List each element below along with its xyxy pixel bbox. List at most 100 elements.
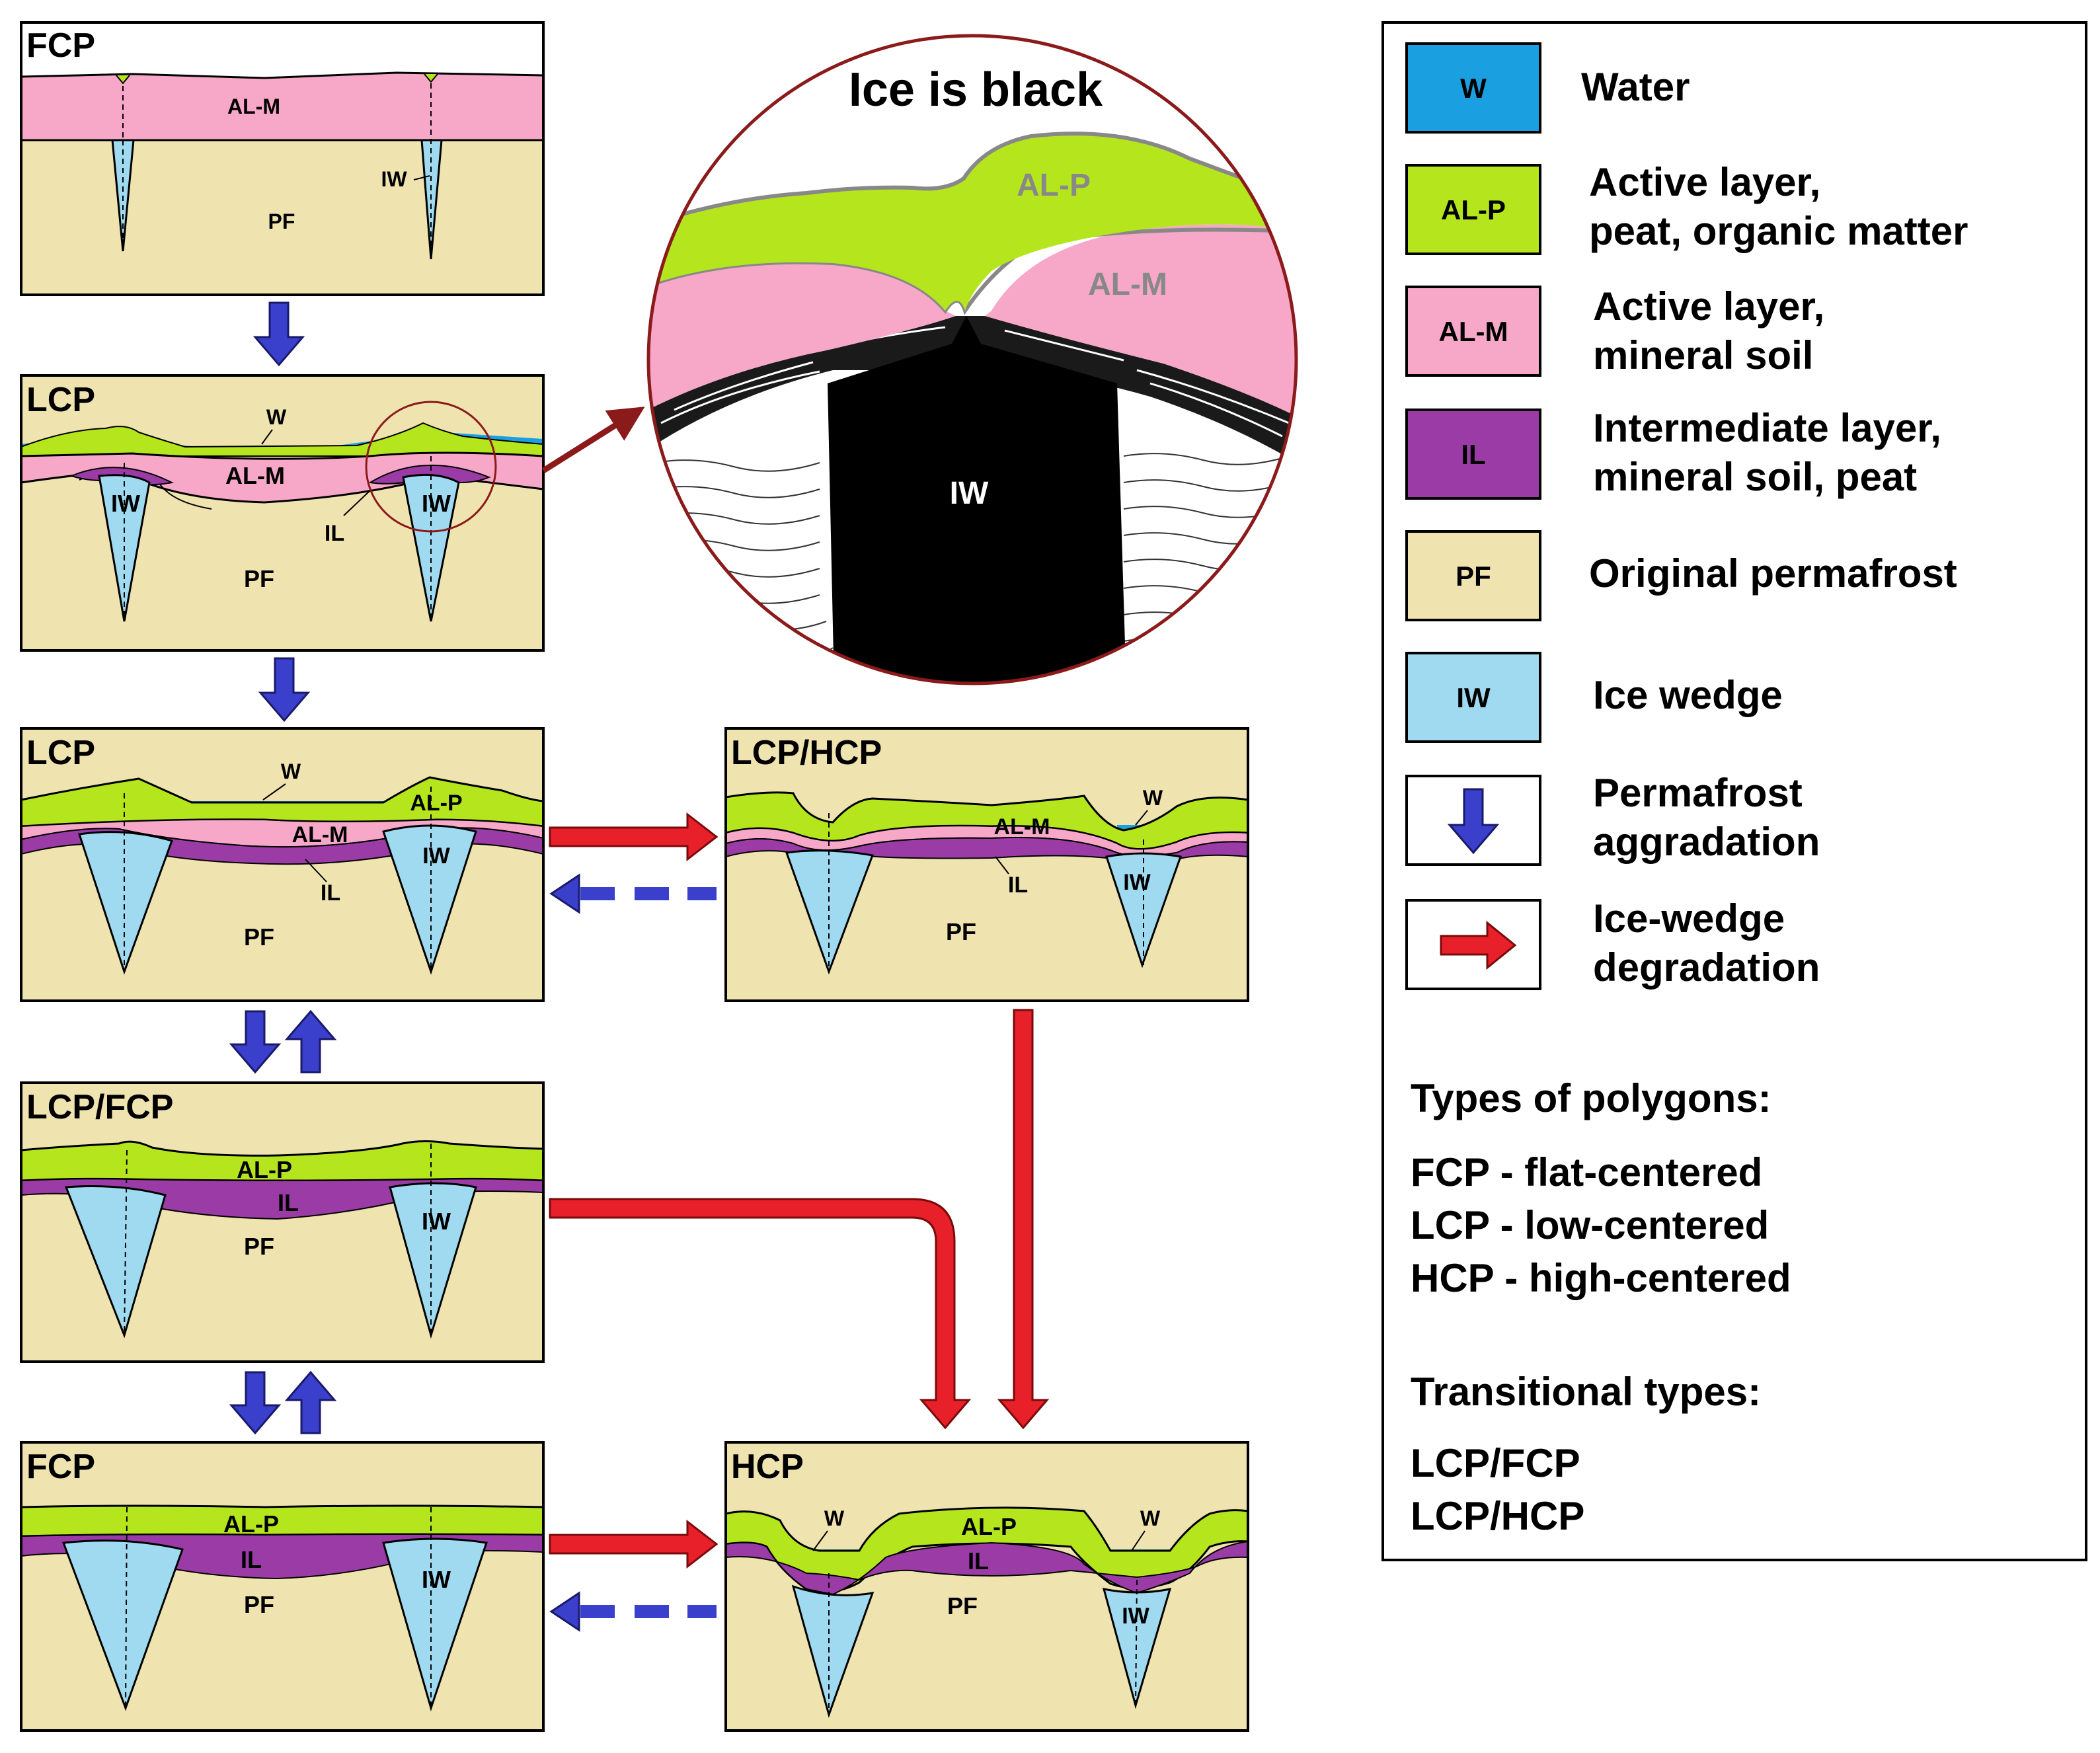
aggradation-arrow bbox=[258, 657, 311, 722]
legend-label: mineral soil bbox=[1593, 333, 1813, 377]
legend-swatch-al-p bbox=[1405, 164, 1541, 255]
label-il: IL bbox=[968, 1547, 989, 1575]
label-pf: PF bbox=[268, 210, 295, 233]
degradation-arrow-curved bbox=[549, 1198, 972, 1430]
aggradation-arrow-icon bbox=[1447, 788, 1500, 855]
zoom-arrow bbox=[541, 407, 645, 473]
label-al-m: AL-M bbox=[292, 822, 348, 847]
zoom-label-al-p: AL-P bbox=[1017, 168, 1091, 203]
label-il: IL bbox=[241, 1546, 262, 1573]
label-w: W bbox=[1143, 786, 1163, 810]
panel-title: FCP bbox=[26, 1448, 95, 1486]
panel-lcp-b: LCP W AL-P AL-M IW IL PF bbox=[20, 727, 545, 1002]
label-pf: PF bbox=[244, 923, 274, 951]
panel-title: FCP bbox=[26, 26, 95, 65]
label-il: IL bbox=[325, 521, 344, 546]
type-hcp: HCP - high-centered bbox=[1411, 1256, 1791, 1300]
transitional-lcp-hcp: LCP/HCP bbox=[1411, 1494, 1584, 1538]
legend-swatch-pf bbox=[1405, 530, 1541, 621]
legend-code: IL bbox=[1461, 439, 1485, 470]
legend-label: Water bbox=[1581, 65, 1690, 109]
panel-lcp-a: LCP W AL-M IW IW IL PF bbox=[20, 374, 545, 652]
type-fcp: FCP - flat-centered bbox=[1411, 1150, 1762, 1194]
legend-swatch-water bbox=[1405, 42, 1541, 134]
panel-fcp-bottom: FCP AL-P IL IW PF bbox=[20, 1441, 545, 1732]
legend-label: Original permafrost bbox=[1589, 551, 1957, 596]
legend-label: Ice wedge bbox=[1593, 673, 1783, 717]
label-w-right: W bbox=[1140, 1506, 1161, 1530]
label-al-p: AL-P bbox=[223, 1510, 279, 1538]
label-al-p: AL-P bbox=[237, 1156, 292, 1183]
label-pf: PF bbox=[946, 918, 976, 945]
zoom-title: Ice is black bbox=[849, 63, 1103, 116]
legend-label: Active layer, bbox=[1593, 284, 1824, 329]
legend-code: AL-M bbox=[1439, 316, 1508, 347]
label-iw: IW bbox=[1122, 1604, 1149, 1629]
label-il: IL bbox=[278, 1189, 299, 1216]
legend-label: degradation bbox=[1593, 945, 1820, 990]
label-al-m: AL-M bbox=[225, 462, 285, 489]
legend-swatch-iw bbox=[1405, 652, 1541, 743]
label-iw: IW bbox=[422, 1208, 451, 1235]
panel-fcp-top: FCP AL-M IW PF bbox=[20, 21, 545, 296]
degradation-arrow-vertical bbox=[997, 1009, 1050, 1430]
legend-swatch-il bbox=[1405, 409, 1541, 500]
panel-hcp: HCP W W AL-P IL PF IW bbox=[724, 1441, 1249, 1732]
aggradation-arrow-dashed bbox=[549, 873, 717, 914]
aggradation-arrow bbox=[253, 301, 305, 367]
panel-title: HCP bbox=[731, 1448, 804, 1486]
zoom-label-iw: IW bbox=[950, 476, 989, 511]
label-w: W bbox=[281, 760, 301, 783]
panel-lcp-fcp: LCP/FCP AL-P IL IW PF bbox=[20, 1081, 545, 1363]
legend-label: peat, organic matter bbox=[1589, 209, 1968, 253]
label-iw-right: IW bbox=[422, 490, 451, 517]
degradation-arrow-icon bbox=[1440, 920, 1517, 970]
panel-title: LCP/FCP bbox=[26, 1088, 173, 1126]
legend-label: mineral soil, peat bbox=[1593, 455, 1917, 499]
label-iw: IW bbox=[422, 843, 450, 869]
aggradation-arrow-pair bbox=[229, 1009, 337, 1074]
legend-label: aggradation bbox=[1593, 820, 1820, 864]
legend-code: IW bbox=[1456, 682, 1491, 713]
aggradation-arrow-dashed bbox=[549, 1591, 717, 1632]
panel-title: LCP/HCP bbox=[731, 734, 882, 772]
label-pf: PF bbox=[947, 1592, 978, 1619]
degradation-arrow bbox=[549, 812, 719, 862]
transitional-lcp-fcp: LCP/FCP bbox=[1411, 1441, 1580, 1485]
legend-code: AL-P bbox=[1441, 194, 1506, 225]
label-pf: PF bbox=[244, 1233, 274, 1260]
panel-lcp-hcp: LCP/HCP W AL-M IL IW PF bbox=[724, 727, 1249, 1002]
label-iw: IW bbox=[1123, 870, 1151, 895]
types-heading: Types of polygons: bbox=[1411, 1076, 1771, 1120]
label-w-left: W bbox=[824, 1506, 845, 1530]
label-al-m: AL-M bbox=[994, 814, 1050, 839]
legend-code: PF bbox=[1456, 561, 1491, 592]
legend: W AL-P AL-M IL PF IW Water Active layer,… bbox=[1381, 21, 2087, 1561]
legend-label: Intermediate layer, bbox=[1593, 406, 1941, 450]
transitional-heading: Transitional types: bbox=[1411, 1370, 1761, 1414]
label-w: W bbox=[266, 405, 287, 429]
legend-label: Active layer, bbox=[1589, 160, 1820, 204]
label-iw: IW bbox=[422, 1566, 451, 1593]
zoom-detail: Ice is black AL-P AL-M IW bbox=[646, 34, 1298, 685]
label-al-p: AL-P bbox=[410, 791, 462, 816]
label-iw-left: IW bbox=[111, 490, 140, 517]
panel-title: LCP bbox=[26, 381, 95, 419]
label-iw: IW bbox=[381, 167, 407, 191]
panel-title: LCP bbox=[26, 734, 95, 772]
legend-label: Ice-wedge bbox=[1593, 896, 1785, 941]
label-pf: PF bbox=[244, 1591, 274, 1618]
zoom-label-al-m: AL-M bbox=[1088, 267, 1167, 302]
label-al-m: AL-M bbox=[227, 95, 280, 118]
aggradation-arrow-pair bbox=[229, 1370, 337, 1435]
degradation-arrow bbox=[549, 1519, 719, 1569]
type-lcp: LCP - low-centered bbox=[1411, 1203, 1769, 1247]
label-il: IL bbox=[321, 880, 340, 906]
label-al-p: AL-P bbox=[961, 1513, 1017, 1540]
legend-label: Permafrost bbox=[1593, 771, 1803, 815]
label-il: IL bbox=[1008, 873, 1028, 898]
label-pf: PF bbox=[244, 565, 274, 592]
legend-swatch-al-m bbox=[1405, 286, 1541, 377]
legend-code: W bbox=[1460, 73, 1487, 104]
